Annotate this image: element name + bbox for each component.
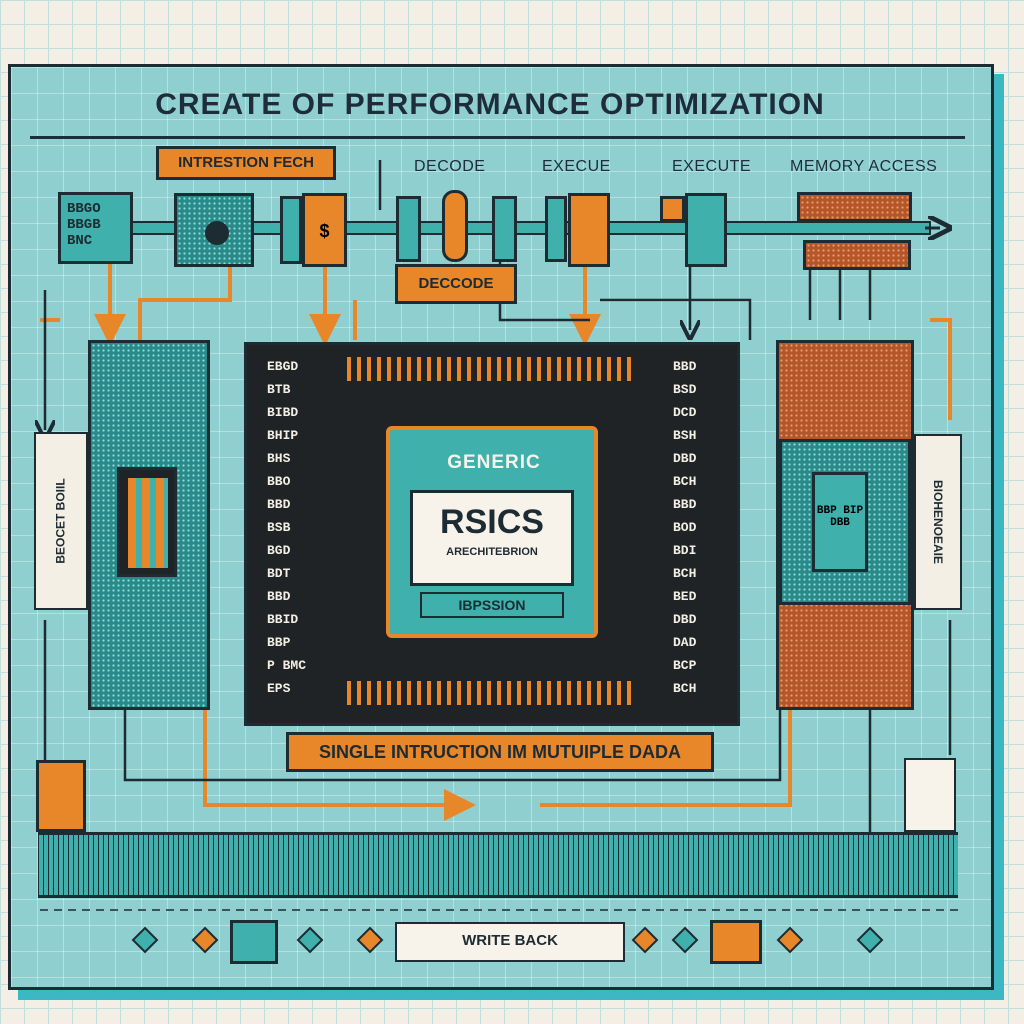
memory-bank-top	[797, 192, 912, 222]
stage-register-3	[685, 193, 727, 267]
left-io-unit	[36, 760, 86, 832]
chip-pin-label: BCH	[673, 681, 697, 696]
right-memory-unit: BBP BIP DBB	[776, 340, 914, 710]
chip-pin-label: DBD	[673, 612, 697, 627]
core-main-box: RSICS ARECHITEBRION	[410, 490, 574, 586]
left-cache-unit	[88, 340, 210, 710]
chip-pins-top	[347, 357, 637, 381]
fetch-unit-block	[174, 193, 254, 267]
chip-pin-label: BGD	[267, 543, 291, 558]
fetch-chip-icon	[205, 221, 229, 245]
chip-left-pin-labels: EBGD BTB BIBD BHIP BHS BBO BBD BSB BGD BDT BBD BBID…	[267, 359, 337, 704]
chip-pin-label: DCD	[673, 405, 697, 420]
latch-3	[492, 196, 517, 262]
chip-pin-label: BHIP	[267, 428, 299, 443]
diagram-title: CREATE OF PERFORMANCE OPTIMIZATION	[155, 88, 825, 121]
chip-pin-label: EPS	[267, 681, 291, 696]
register-block: BBGO BBGB BNC	[58, 192, 133, 264]
latch-4	[545, 196, 567, 262]
writeback-diamonds	[131, 926, 884, 954]
stage-decode-label: DECODE	[414, 158, 486, 175]
stage-execute-label: EXECUTE	[672, 158, 752, 175]
chip-pin-label: BBD	[673, 359, 697, 374]
right-side-label: BIOHENOEAIE	[914, 434, 962, 610]
left-cache-core	[117, 467, 177, 577]
chip-pin-label: BSD	[673, 382, 697, 397]
chip-pin-label: BBD	[267, 589, 291, 604]
chip-pin-label: BBO	[267, 474, 291, 489]
decode-capsule	[442, 190, 468, 262]
left-side-label: BEOCET BOIIL	[34, 432, 88, 610]
latch-2	[396, 196, 421, 262]
chip-pin-label: DBD	[673, 451, 697, 466]
core-generic-label: GENERIC	[447, 452, 541, 473]
register-text-mid: BBGB	[67, 217, 101, 233]
chip-pin-label: DAD	[673, 635, 697, 650]
core-sub-label: ARECHITEBRION	[446, 546, 538, 558]
chip-pin-label: BSB	[267, 520, 291, 535]
core-main-label: RSICS	[440, 503, 544, 541]
chip-pin-label: BSH	[673, 428, 697, 443]
processor-chip-panel: EBGD BTB BIBD BHIP BHS BBO BBD BSB BGD BDT BBD BBID…	[244, 342, 740, 726]
register-text-bot: BNC	[67, 233, 93, 249]
chip-pin-label: BBP	[267, 635, 291, 650]
left-cache-bars	[128, 478, 168, 568]
writeback-unit-right	[710, 920, 762, 964]
stage-execue-label: EXECUE	[542, 158, 611, 175]
chip-pin-label: BED	[673, 589, 697, 604]
stage-memory-label: MEMORY ACCESS	[790, 158, 938, 175]
memory-bank-bottom	[803, 240, 911, 270]
right-memory-core: BBP BIP DBB	[779, 439, 911, 605]
stage-register-2	[568, 193, 610, 267]
chip-pin-label: BBD	[267, 497, 291, 512]
decode-tag: DECCODE	[395, 264, 517, 304]
chip-pin-label: BCP	[673, 658, 697, 673]
cpu-core-frame: GENERIC RSICS ARECHITEBRION IBPSSION	[386, 426, 598, 638]
chip-pin-label: BDT	[267, 566, 291, 581]
chip-pin-label: BOD	[673, 520, 697, 535]
chip-pins-bottom	[347, 681, 637, 705]
chip-pin-label: BIBD	[267, 405, 299, 420]
chip-right-pin-labels: BBD BSD DCD BSH DBD BCH BBD BOD BDI BCH BED DBD DAD B…	[673, 359, 743, 704]
chip-pin-label: EBGD	[267, 359, 299, 374]
title-rule	[30, 136, 965, 139]
core-bottom-label: IBPSSION	[420, 592, 564, 618]
stage-register-1: $	[302, 193, 347, 267]
chip-pin-label: P BMC	[267, 658, 307, 673]
writeback-unit-left	[230, 920, 278, 964]
write-back-label: WRITE BACK	[395, 922, 625, 962]
data-bus-strip	[38, 832, 958, 898]
chip-pin-label: BHS	[267, 451, 291, 466]
chip-pin-label: BBD	[673, 497, 697, 512]
chip-pin-label: BCH	[673, 566, 697, 581]
chip-pin-label: BDI	[673, 543, 697, 558]
right-io-unit	[904, 758, 956, 832]
right-memory-chip: BBP BIP DBB	[812, 472, 868, 572]
simd-label: SINGLE INTRUCTION IM MUTUIPLE DADA	[286, 732, 714, 772]
chip-pin-label: BCH	[673, 474, 697, 489]
stage-fetch-label: INTRESTION FECH	[156, 146, 336, 180]
chip-pin-label: BTB	[267, 382, 291, 397]
chip-pin-label: BBID	[267, 612, 299, 627]
register-text-top: BBGO	[67, 201, 101, 217]
latch-5	[660, 196, 685, 222]
latch-1	[280, 196, 302, 264]
